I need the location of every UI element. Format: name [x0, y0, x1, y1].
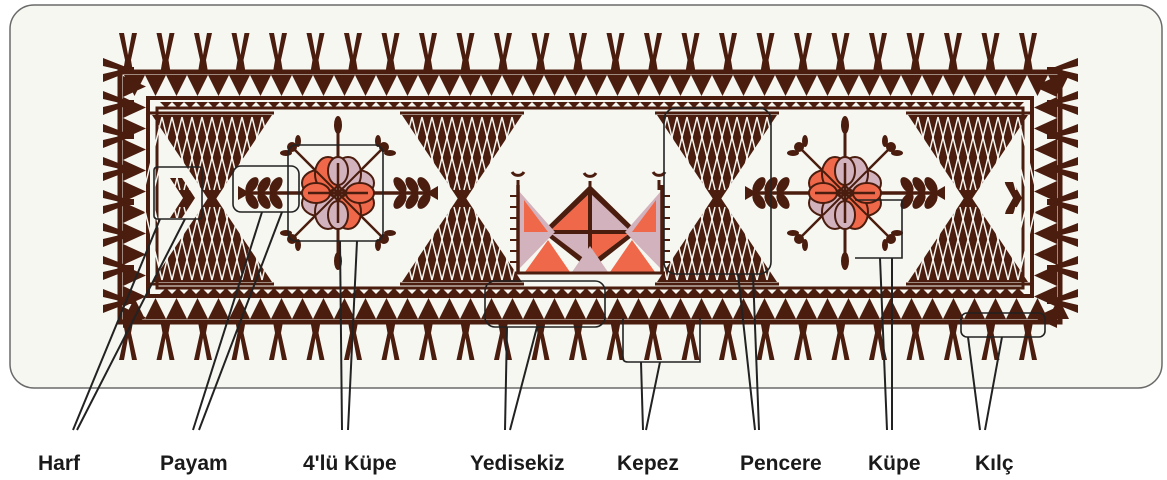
label-dortlu-kupe: 4'lü Küpe: [303, 452, 397, 475]
label-kupe: Küpe: [868, 452, 921, 475]
label-kilc: Kılç: [975, 452, 1014, 475]
label-kepez: Kepez: [617, 452, 679, 475]
label-payam: Payam: [160, 452, 228, 475]
label-harf: Harf: [38, 452, 81, 475]
label-pencere: Pencere: [740, 452, 822, 475]
label-yedisekiz: Yedisekiz: [470, 452, 565, 475]
